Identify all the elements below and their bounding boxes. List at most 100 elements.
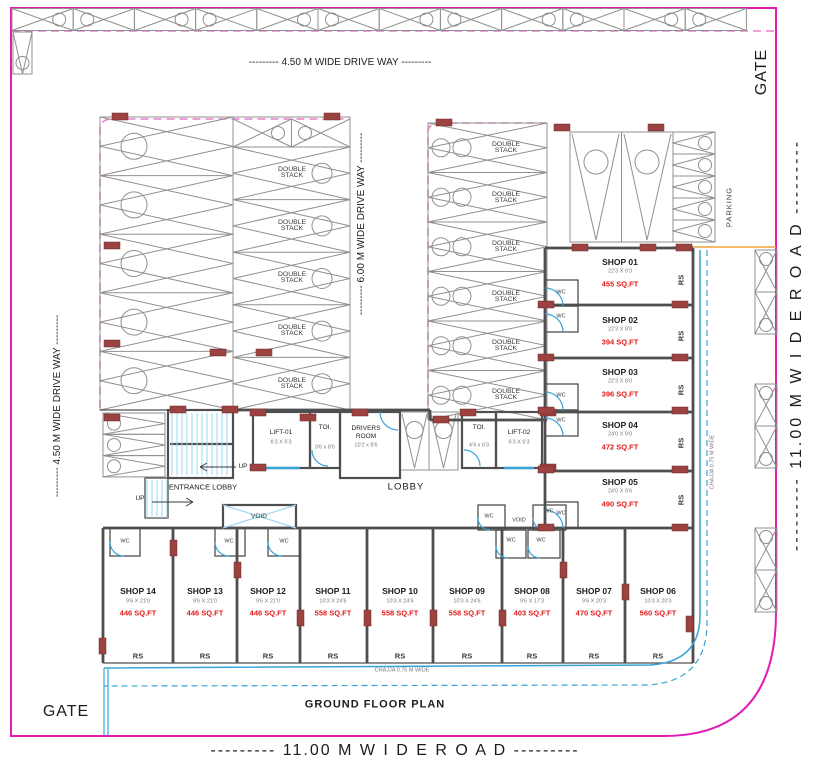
- shop-shutter-label: RS: [262, 651, 274, 661]
- lift1-name: LIFT-01: [269, 428, 293, 436]
- shop-shutter-label: RS: [676, 494, 686, 506]
- wc-label: WC: [224, 538, 234, 545]
- shop-area: 394 SQ.FT: [601, 337, 639, 347]
- shop-name: SHOP 10: [382, 585, 418, 596]
- driveway-label-center: --------- 6.00 M WIDE DRIVE WAY --------…: [356, 132, 367, 316]
- shop-area: 396 SQ.FT: [601, 389, 639, 399]
- stair-arrows: [152, 462, 236, 507]
- void-label: VOID: [512, 517, 526, 524]
- shop-area: 472 SQ.FT: [601, 442, 639, 452]
- wc-label: WC: [484, 513, 494, 520]
- shop-shutter-label: RS: [526, 651, 538, 661]
- driveway-label-left: --------- 4.50 M WIDE DRIVE WAY --------…: [52, 314, 63, 498]
- shop-shutter-label: RS: [652, 651, 664, 661]
- shop-name: SHOP 08: [514, 585, 550, 596]
- shop-dims: 10'3 X 24'6: [386, 598, 414, 605]
- wc-label: WC: [556, 417, 566, 424]
- wc-label: WC: [556, 510, 566, 517]
- shop-name: SHOP 13: [187, 585, 223, 596]
- shop-area: 446 SQ.FT: [186, 608, 224, 618]
- shop-shutter-label: RS: [676, 384, 686, 396]
- shop-name: SHOP 05: [602, 476, 638, 487]
- shop-area: 558 SQ.FT: [314, 608, 352, 618]
- wc-label: WC: [120, 538, 130, 545]
- parking-stalls: [11, 8, 778, 613]
- shop-name: SHOP 03: [602, 366, 638, 377]
- shop-shutter-label: RS: [676, 437, 686, 449]
- shop-dims: 9'6 X 20'3: [581, 598, 607, 605]
- shop-shutter-label: RS: [394, 651, 406, 661]
- lift1-dims: 6'3 X 6'3: [270, 439, 292, 446]
- shop-dims: 9'6 X 21'0: [255, 598, 281, 605]
- wc-label: WC: [556, 392, 566, 399]
- lobby-label: LOBBY: [387, 481, 425, 493]
- shop-dims: 22'3 X 9'3: [607, 268, 633, 275]
- shop-area: 455 SQ.FT: [601, 279, 639, 289]
- lift2-dims: 6'3 X 6'3: [508, 439, 530, 446]
- chajja-label-right: CHAJJA 0.75 M WIDE: [709, 434, 716, 490]
- shop-shutter-label: RS: [461, 651, 473, 661]
- wc-label: WC: [556, 289, 566, 296]
- page-title: GROUND FLOOR PLAN: [304, 698, 446, 711]
- shop-name: SHOP 14: [120, 585, 156, 596]
- shop-area: 446 SQ.FT: [119, 608, 157, 618]
- shop-name: SHOP 11: [315, 585, 351, 596]
- parking-edge-dashed: [12, 30, 776, 418]
- driveway-label-top: --------- 4.50 M WIDE DRIVE WAY --------…: [248, 57, 432, 68]
- shop-shutter-label: RS: [199, 651, 211, 661]
- drivers-room-dims: 10'2 x 8'6: [354, 442, 378, 449]
- chajja-label-bottom: CHAJJA 0.75 M WIDE: [374, 667, 430, 674]
- shop-name: SHOP 09: [449, 585, 485, 596]
- shop-dims: 10'3 X 24'6: [453, 598, 481, 605]
- wc-label: WC: [279, 538, 289, 545]
- structural-columns: [98, 112, 694, 655]
- shop-shutter-label: RS: [327, 651, 339, 661]
- shop-shutter-label: RS: [588, 651, 600, 661]
- shop-name: SHOP 02: [602, 314, 638, 325]
- shop-dims: 9'6 X 17'3: [519, 598, 545, 605]
- shop-shutter-label: RS: [676, 330, 686, 342]
- shop-name: SHOP 01: [602, 256, 638, 267]
- road-label-bottom: --------- 11.00 M W I D E R O A D ------…: [210, 742, 580, 759]
- parking-label: PARKING: [724, 186, 734, 228]
- gate-label-bottom-left: GATE: [42, 703, 90, 720]
- shop-name: SHOP 04: [602, 419, 638, 430]
- void-label: VOID: [251, 512, 267, 520]
- lift2-name: LIFT-02: [507, 428, 531, 436]
- blue-annotations: [103, 250, 708, 735]
- toi1-name: TOI.: [318, 423, 332, 431]
- wc-label: WC: [536, 537, 546, 544]
- toi1-dims: 3'6 x 8'6: [314, 444, 336, 451]
- shop-dims: 24'0 X 9'0: [607, 431, 633, 438]
- shop-area: 560 SQ.FT: [639, 608, 677, 618]
- up-label: UP: [135, 494, 145, 502]
- gate-label-top-right: GATE: [753, 48, 770, 96]
- shop-area: 446 SQ.FT: [249, 608, 287, 618]
- shop-dims: 9'6 X 21'0: [192, 598, 218, 605]
- drivers-room-name: ROOM: [355, 432, 377, 440]
- shop-dims: 24'0 X 9'6: [607, 488, 633, 495]
- shop-name: SHOP 06: [640, 585, 676, 596]
- site-boundary: [10, 7, 777, 737]
- shop-shutter-label: RS: [676, 274, 686, 286]
- wc-label: WC: [506, 537, 516, 544]
- shop-area: 558 SQ.FT: [448, 608, 486, 618]
- shop-dims: 10'3 X 24'6: [319, 598, 347, 605]
- entrance-lobby-label: ENTRANCE LOBBY: [168, 482, 238, 492]
- shop-dims: 10'3 X 20'3: [644, 598, 672, 605]
- shop-dims: 22'3 X 8'0: [607, 378, 633, 385]
- shop-dims: 22'3 X 8'0: [607, 326, 633, 333]
- wc-label: WC: [556, 313, 566, 320]
